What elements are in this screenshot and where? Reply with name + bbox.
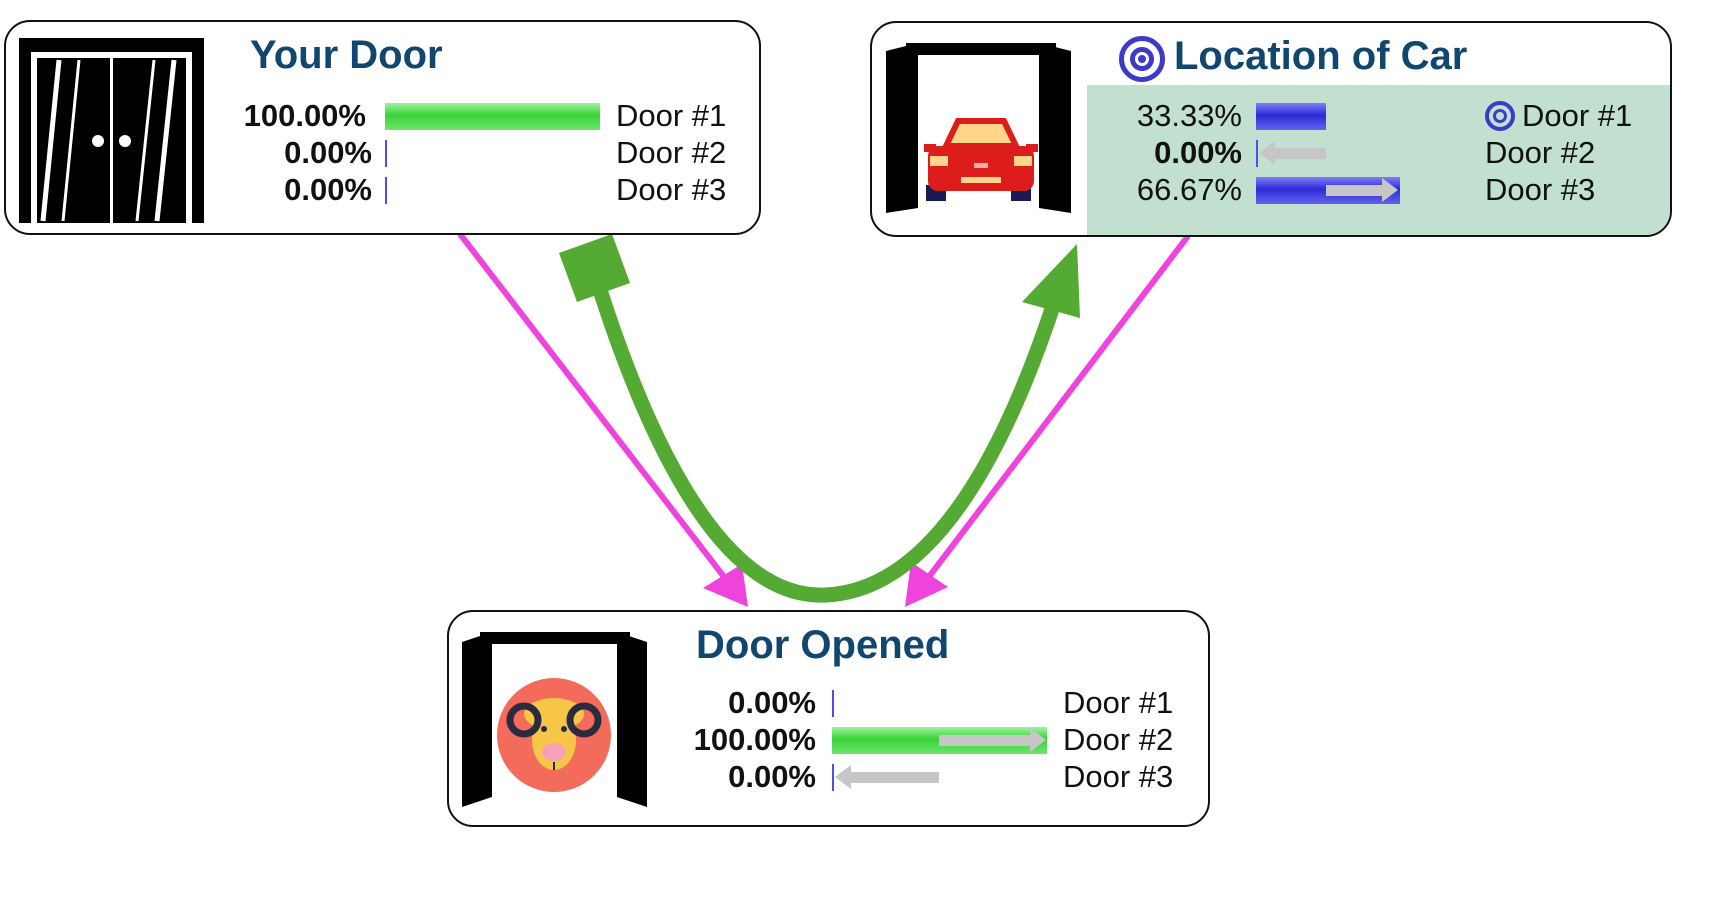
change-arrow	[835, 765, 939, 789]
change-arrow	[1326, 178, 1398, 202]
state-label: Door #2	[616, 135, 727, 170]
target-icon	[1485, 101, 1515, 131]
probability-bar	[832, 690, 834, 717]
state-row-door-1[interactable]: 0.00% Door #1	[449, 685, 1208, 721]
node-title: Your Door	[250, 33, 443, 77]
state-label: Door #3	[1063, 759, 1174, 794]
state-row-door-2[interactable]: 0.00% Door #2	[872, 135, 1670, 171]
state-label: Door #3	[616, 172, 727, 207]
garage-car-icon	[886, 43, 1071, 213]
probability-value: 0.00%	[284, 135, 372, 170]
probability-value: 66.67%	[1136, 172, 1242, 207]
state-row-door-3[interactable]: 0.00% Door #3	[6, 172, 759, 208]
state-row-door-3[interactable]: 0.00% Door #3	[449, 759, 1208, 795]
edge-your-door-to-door-opened	[457, 232, 748, 607]
arc-start-square	[559, 234, 630, 302]
state-row-door-2[interactable]: 100.00% Door #2	[449, 722, 1208, 758]
state-row-door-2[interactable]: 0.00% Door #2	[6, 135, 759, 171]
probability-bar	[1256, 103, 1326, 130]
state-label: Door #1	[1063, 685, 1174, 720]
node-your-door[interactable]: Your Door 100.00% Door #1 0.00% Door #2 …	[4, 20, 761, 235]
change-arrow	[1259, 141, 1326, 165]
edge-location-of-car-to-door-opened	[905, 234, 1191, 607]
influence-arc	[559, 234, 1080, 603]
probability-value: 0.00%	[728, 759, 816, 794]
probability-value: 100.00%	[243, 98, 366, 133]
probability-value: 100.00%	[693, 722, 816, 757]
probability-value: 0.00%	[728, 685, 816, 720]
garage-goat-icon	[462, 632, 647, 807]
probability-bar	[832, 764, 834, 791]
state-label: Door #1	[616, 98, 727, 133]
probability-value: 0.00%	[1154, 135, 1242, 170]
node-door-opened[interactable]: Door Opened 0.00% Door #1 100.00% Door #…	[447, 610, 1210, 827]
node-title: Location of Car	[1174, 34, 1468, 78]
node-title: Door Opened	[696, 623, 950, 667]
state-label: Door #1	[1522, 98, 1633, 133]
arc-arrowhead	[1022, 244, 1080, 318]
node-location-of-car[interactable]: Location of Car 33.33% Door #1 0.00% Doo…	[870, 21, 1672, 237]
probability-value: 33.33%	[1136, 98, 1242, 133]
probability-bar	[385, 103, 600, 130]
state-label: Door #3	[1485, 172, 1596, 207]
target-highlight	[1087, 85, 1670, 235]
door-icon	[19, 38, 204, 223]
state-row-door-3[interactable]: 66.67% Door #3	[872, 172, 1670, 208]
probability-bar	[385, 177, 387, 204]
state-row-door-1[interactable]: 33.33% Door #1	[872, 98, 1670, 134]
state-label: Door #2	[1485, 135, 1596, 170]
change-arrow	[939, 728, 1046, 752]
state-label: Door #2	[1063, 722, 1174, 757]
target-icon	[1119, 36, 1165, 82]
probability-value: 0.00%	[284, 172, 372, 207]
probability-bar	[1256, 140, 1258, 167]
state-row-door-1[interactable]: 100.00% Door #1	[6, 98, 759, 134]
probability-bar	[385, 140, 387, 167]
